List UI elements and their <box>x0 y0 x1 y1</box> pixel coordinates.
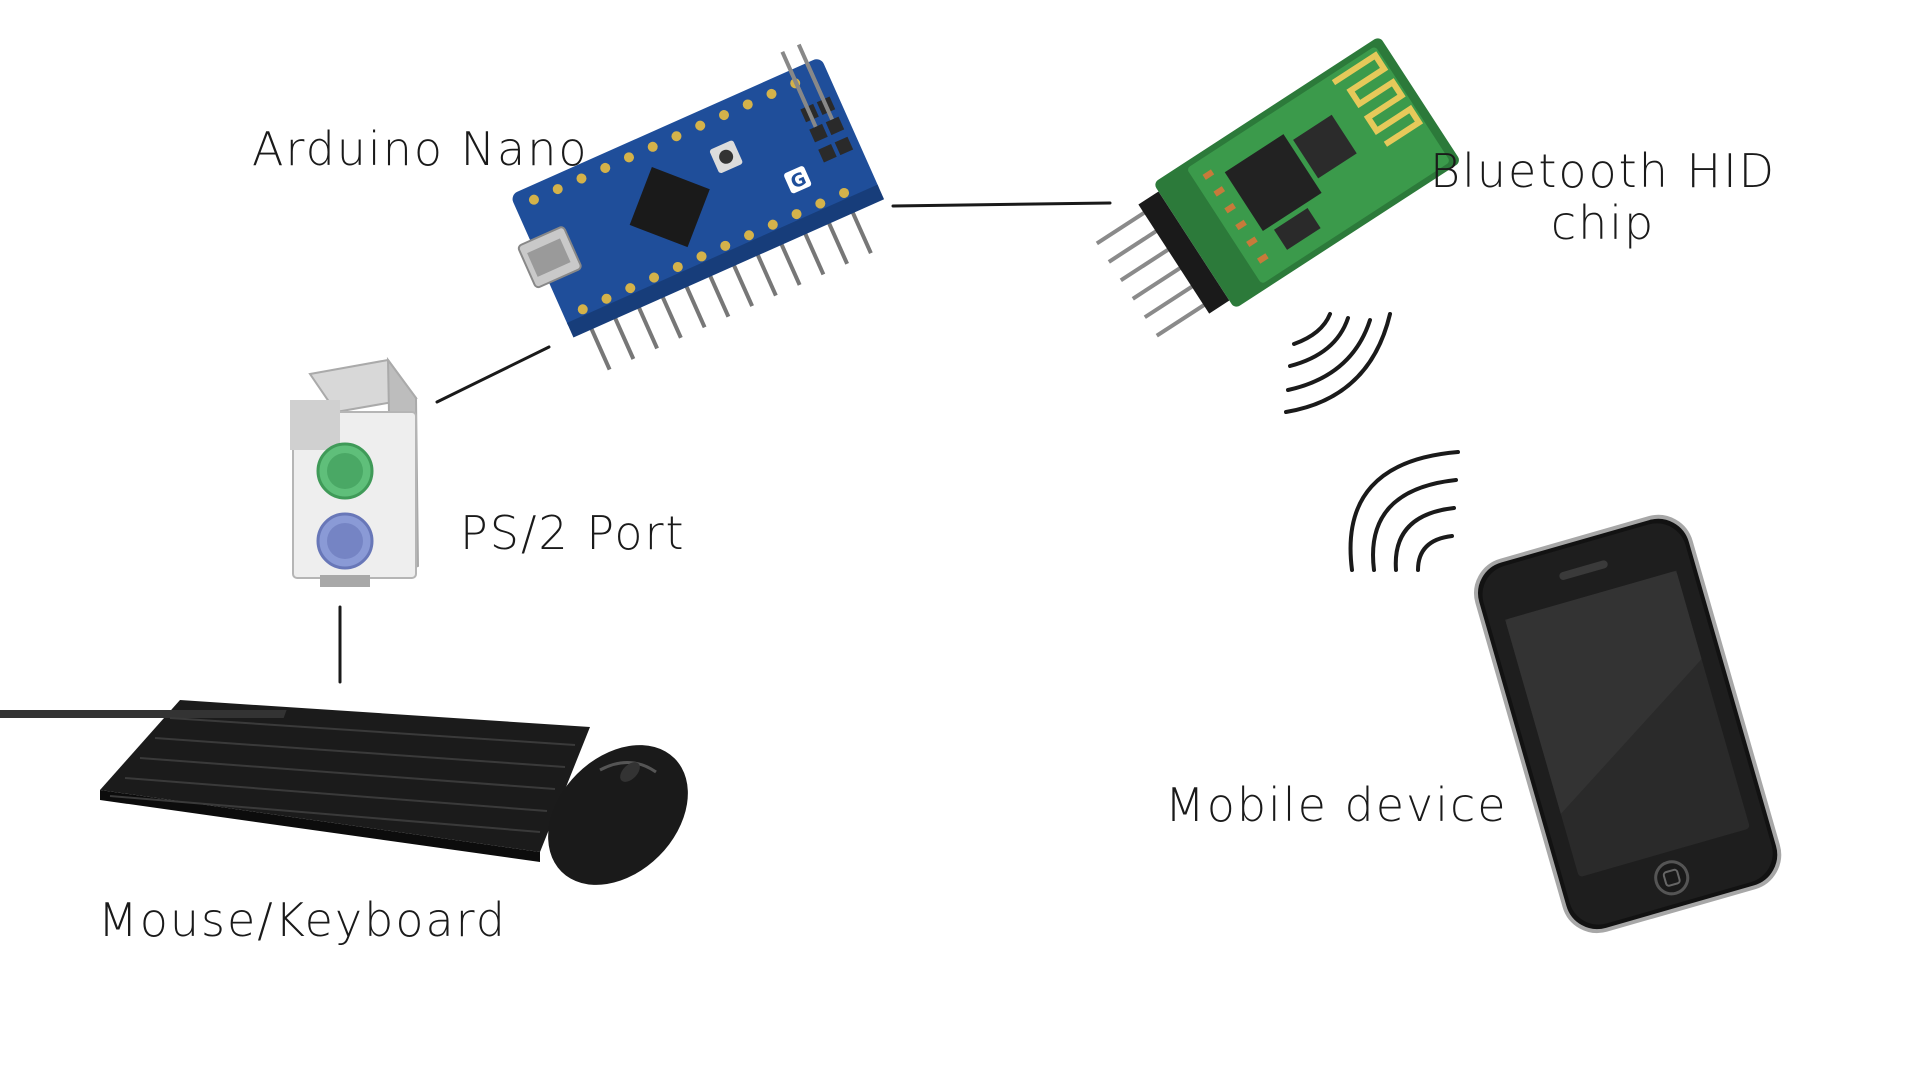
bluetooth-chip-label-line2: chip <box>1550 195 1656 250</box>
bluetooth-module-icon <box>1095 38 1459 338</box>
mobile-signal-icon <box>1348 450 1460 572</box>
edge-ps2-arduino <box>435 345 551 404</box>
mouse-keyboard-label: Mouse/Keyboard <box>98 893 507 947</box>
bluetooth-chip-label: Bluetooth HID chip <box>1430 144 1777 250</box>
bluetooth-signal-icon <box>1284 312 1392 414</box>
keyboard-and-mouse-icon <box>0 700 688 885</box>
bluetooth-chip-label-line1: Bluetooth HID <box>1430 144 1777 198</box>
arduino-nano-icon: G <box>512 43 885 371</box>
ps2-port-label: PS/2 Port <box>460 506 686 560</box>
ps2-port-icon <box>290 356 420 587</box>
connector-lines <box>338 201 1112 684</box>
smartphone-icon <box>1474 514 1782 934</box>
mobile-device-label: Mobile device <box>1165 778 1508 832</box>
arduino-nano-label: Arduino Nano <box>252 122 589 176</box>
edge-arduino-bluetooth <box>891 201 1112 208</box>
